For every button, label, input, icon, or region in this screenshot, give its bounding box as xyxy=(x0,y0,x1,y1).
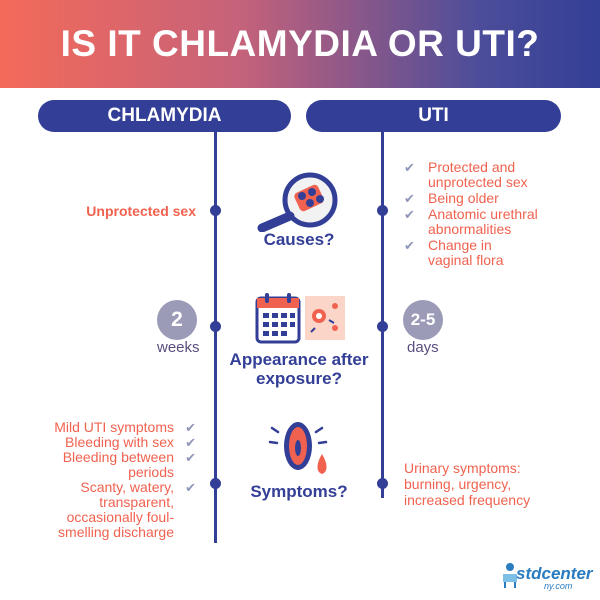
check-icon: ✔ xyxy=(185,480,196,495)
list-item: ✔Anatomic urethral abnormalities xyxy=(404,206,538,237)
vulva-infection-icon xyxy=(268,422,328,474)
page-title: IS IT CHLAMYDIA OR UTI? xyxy=(60,23,540,64)
uti-appearance-value: 2-5 xyxy=(403,300,443,340)
timeline-dot xyxy=(377,205,388,216)
check-icon: ✔ xyxy=(185,450,196,465)
logo-text: stdcenter xyxy=(516,564,593,583)
list-item: ✔Bleeding between periods xyxy=(62,449,196,480)
header-banner: IS IT CHLAMYDIA OR UTI? xyxy=(0,0,600,88)
symptoms-label: Symptoms? xyxy=(250,482,348,501)
check-icon: ✔ xyxy=(404,191,415,206)
chlamydia-cause: Unprotected sex xyxy=(86,203,196,219)
check-icon: ✔ xyxy=(404,207,415,222)
list-item: ✔Mild UTI symptoms xyxy=(54,419,196,436)
check-icon: ✔ xyxy=(404,238,415,253)
timeline-dot xyxy=(210,478,221,489)
timeline-dot xyxy=(210,321,221,332)
left-timeline xyxy=(214,128,217,543)
list-item: ✔Being older xyxy=(404,190,499,207)
chlamydia-appearance-unit: weeks xyxy=(157,339,200,356)
list-item: ✔Change in vaginal flora xyxy=(404,237,504,268)
check-icon: ✔ xyxy=(185,420,196,435)
list-item: ✔Bleeding with sex xyxy=(65,434,196,451)
list-item: ✔Scanty, watery, transparent, occasional… xyxy=(58,479,196,540)
magnifier-pills-icon xyxy=(257,172,338,232)
column-header-chlamydia: CHLAMYDIA xyxy=(38,100,291,132)
uti-appearance-unit: days xyxy=(407,339,439,356)
list-item: ✔Protected and unprotected sex xyxy=(404,159,528,190)
uti-symptoms: Urinary symptoms: burning, urgency, incr… xyxy=(404,460,531,508)
timeline-dot xyxy=(377,321,388,332)
chlamydia-appearance-value: 2 xyxy=(157,300,197,340)
uti-causes-list: ✔Protected and unprotected sex ✔Being ol… xyxy=(404,160,568,269)
causes-label: Causes? xyxy=(263,230,335,249)
check-icon: ✔ xyxy=(185,435,196,450)
calendar-rash-icon xyxy=(255,293,345,344)
logo-figure-icon xyxy=(503,563,517,588)
appearance-label: Appearance after exposure? xyxy=(229,350,369,388)
column-header-uti: UTI xyxy=(306,100,561,132)
check-icon: ✔ xyxy=(404,160,415,175)
logo-subtext: ny.com xyxy=(544,581,573,591)
right-timeline xyxy=(381,128,384,498)
stdcenter-logo: stdcenter ny.com xyxy=(500,558,595,594)
timeline-dot xyxy=(377,478,388,489)
chlamydia-symptoms-list: ✔Mild UTI symptoms ✔Bleeding with sex ✔B… xyxy=(39,420,196,540)
timeline-dot xyxy=(210,205,221,216)
